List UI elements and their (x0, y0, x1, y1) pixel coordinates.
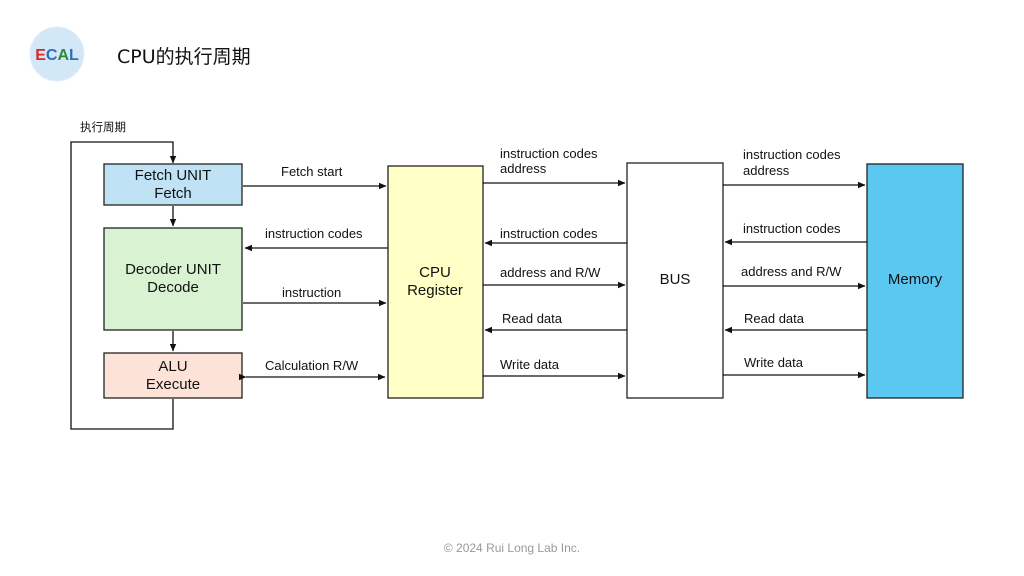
execute-label: Execute (146, 376, 200, 393)
instruction-label: instruction (282, 285, 341, 300)
write-data-label-mid: Write data (500, 357, 560, 372)
memory-box: Memory (866, 163, 964, 399)
loop-arrow (70, 141, 177, 430)
cpu-register-box: CPU Register (387, 165, 484, 399)
decoder-unit-label: Decoder UNIT (125, 261, 221, 278)
decode-label: Decode (147, 279, 199, 296)
read-data-label-mid: Read data (502, 311, 563, 326)
register-label: Register (407, 282, 463, 299)
memory-label: Memory (888, 271, 943, 288)
bus-box: BUS (626, 162, 724, 399)
cpu-label: CPU (419, 264, 451, 281)
instruction-codes-label-mid: instruction codes (500, 226, 598, 241)
ecal-logo: ECAL (29, 26, 85, 82)
fetch-unit-label: Fetch UNIT (135, 167, 212, 184)
instruction-codes-label-right: instruction codes (743, 221, 841, 236)
address-rw-label-mid: address and R/W (500, 265, 601, 280)
instruction-codes-label-left: instruction codes (265, 226, 363, 241)
decoder-unit-box: Decoder UNIT Decode (103, 227, 243, 331)
calculation-label: Calculation R/W (265, 358, 359, 373)
loop-label: 执行周期 (80, 120, 126, 134)
alu-box: ALU Execute (103, 352, 243, 399)
copyright-footer: © 2024 Rui Long Lab Inc. (443, 541, 581, 555)
instr-codes-label-mid: instruction codes (500, 146, 598, 161)
fetch-label: Fetch (154, 185, 192, 202)
fetch-start-label: Fetch start (281, 164, 343, 179)
bus-label: BUS (660, 271, 691, 288)
alu-label: ALU (158, 358, 187, 375)
instr-codes-label-right: instruction codes (743, 147, 841, 162)
write-data-label-right: Write data (744, 355, 804, 370)
address-rw-label-right: address and R/W (741, 264, 842, 279)
page-title: CPU的执行周期 (117, 46, 251, 68)
logo-text: ECAL (35, 47, 79, 64)
fetch-unit-box: Fetch UNIT Fetch (103, 163, 243, 206)
read-data-label-right: Read data (744, 311, 805, 326)
address-label-right: address (743, 163, 790, 178)
address-label-mid: address (500, 161, 547, 176)
